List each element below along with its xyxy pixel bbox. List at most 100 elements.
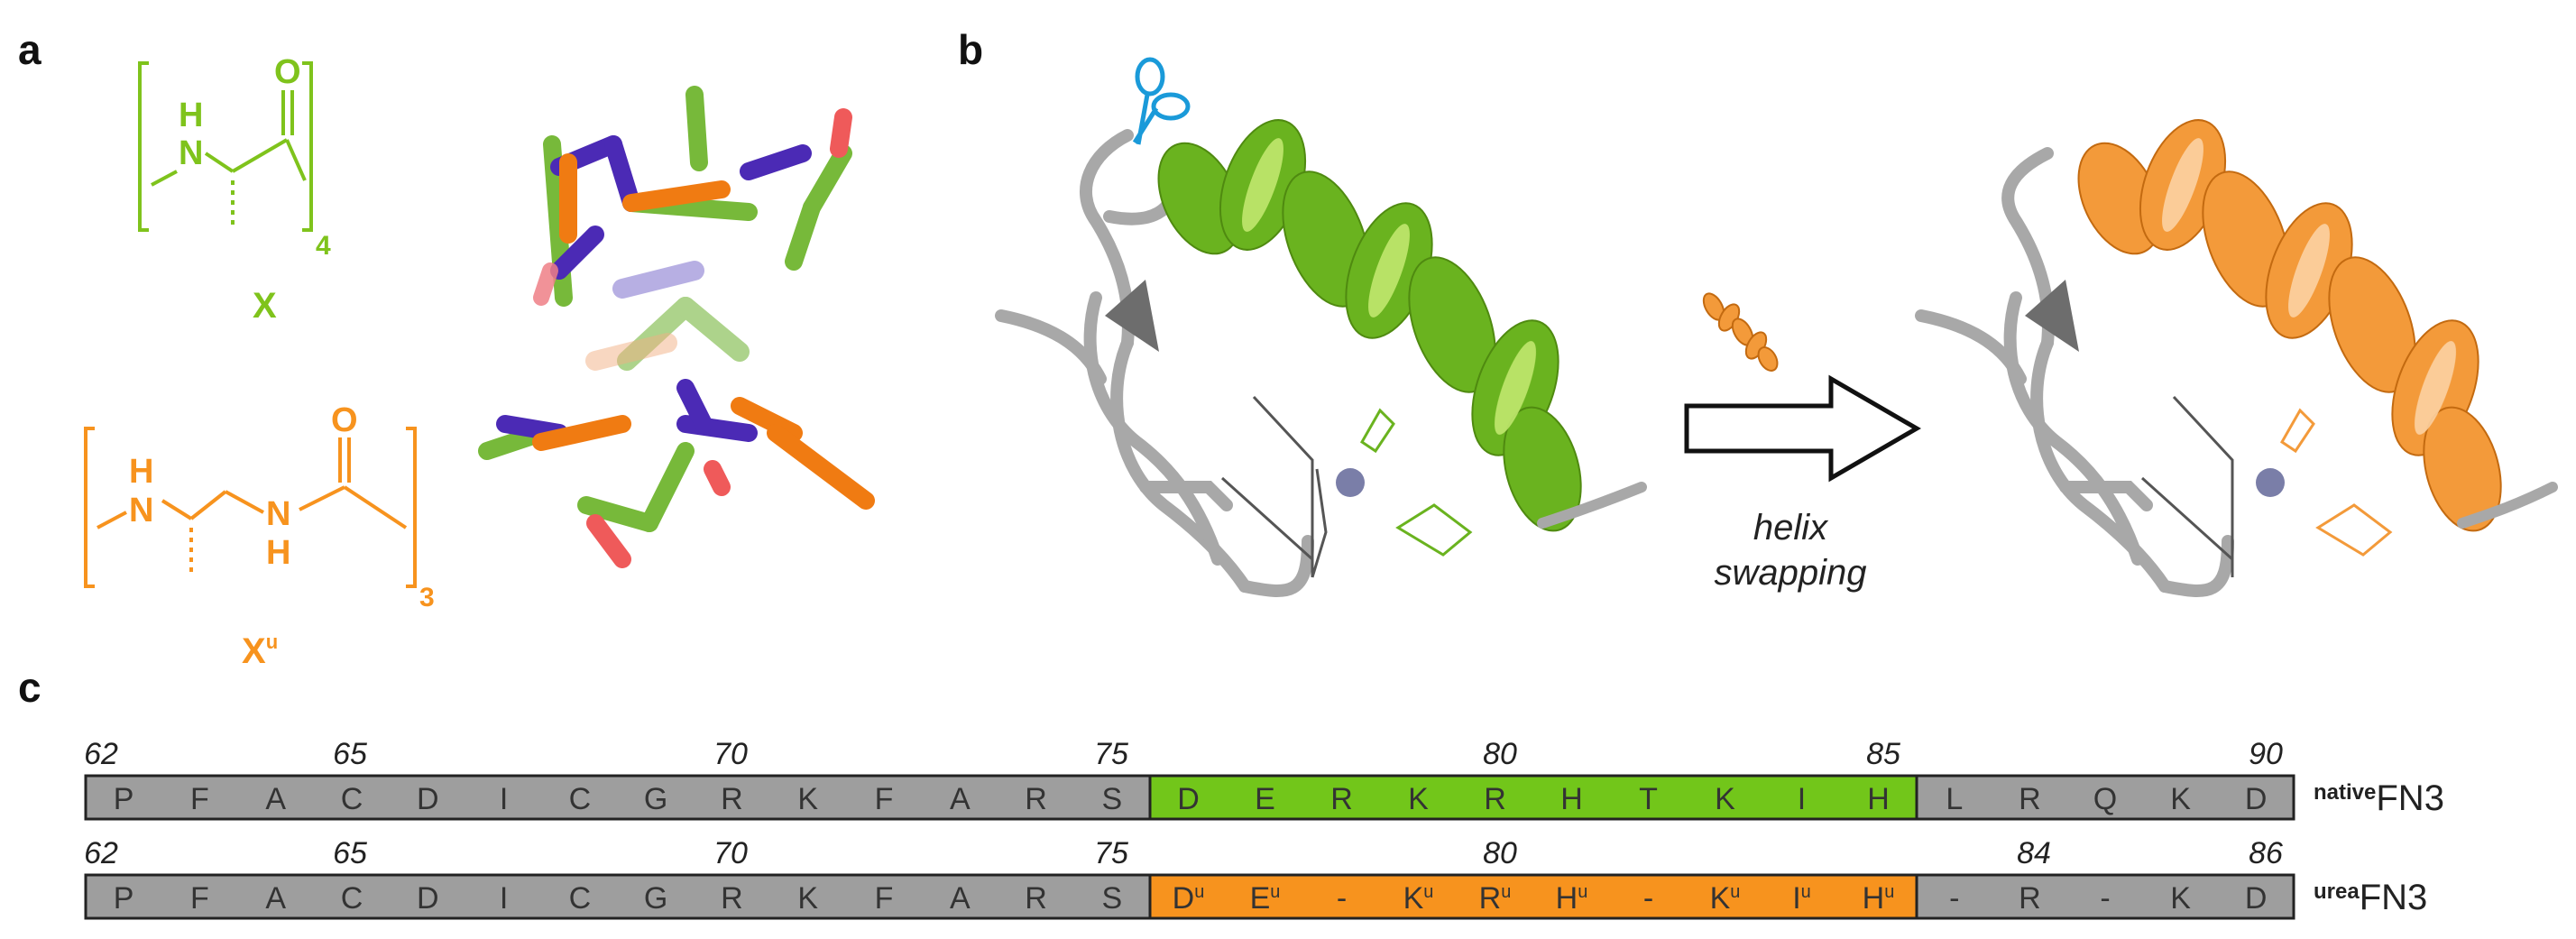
- urea-residue-left-2: A: [265, 881, 286, 916]
- urea-unit-structure: [84, 427, 417, 588]
- native-number-70: 70: [713, 737, 748, 771]
- native-residue-left-5: I: [500, 782, 508, 816]
- urea-residue-left-3: C: [341, 881, 363, 916]
- native-residue-left-9: K: [797, 782, 818, 816]
- native-protein-ribbon: [995, 119, 1647, 597]
- urea-number-80: 80: [1483, 836, 1517, 870]
- native-residue-right-0: L: [1946, 782, 1963, 816]
- panel-c-letter: c: [18, 664, 41, 711]
- native-n-atom: N: [179, 134, 203, 172]
- urea-left-segment: [84, 873, 1152, 920]
- native-residue-left-2: A: [265, 782, 286, 816]
- urea-sequence-row: [84, 873, 2295, 920]
- native-residue-right-1: R: [2019, 782, 2041, 816]
- urea-h-atom-2: H: [266, 534, 290, 572]
- native-number-85: 85: [1866, 737, 1900, 771]
- urea-residue-left-1: F: [190, 881, 209, 916]
- native-helix-segment: [1148, 774, 1918, 821]
- native-residue-right-2: Q: [2093, 782, 2117, 816]
- urea-h-atom-1: H: [129, 453, 153, 491]
- native-residue-left-3: C: [341, 782, 363, 816]
- urea-number-75: 75: [1094, 836, 1128, 870]
- native-residue-right-4: D: [2245, 782, 2268, 816]
- native-row-label: nativeFN3: [2314, 778, 2444, 818]
- urea-residue-left-5: I: [500, 881, 508, 916]
- panel-a-letter: a: [18, 26, 41, 73]
- native-residue-left-4: D: [417, 782, 439, 816]
- urea-number-84: 84: [2017, 836, 2051, 870]
- urea-residue-right-2: -: [2100, 881, 2110, 916]
- urea-residue-right-4: D: [2245, 881, 2268, 916]
- native-number-80: 80: [1483, 737, 1517, 771]
- native-residue-helix-2: R: [1330, 782, 1353, 816]
- native-residue-left-10: F: [875, 782, 894, 816]
- native-residue-helix-3: K: [1408, 782, 1429, 816]
- helix-swap-label-line1: helix: [1753, 508, 1829, 548]
- native-left-segment: [84, 774, 1152, 821]
- native-residue-left-0: P: [114, 782, 134, 816]
- native-residue-left-12: R: [1025, 782, 1047, 816]
- urea-residue-left-13: S: [1102, 881, 1123, 916]
- urea-residue-helix-6: -: [1643, 881, 1653, 916]
- native-residue-helix-9: H: [1867, 782, 1890, 816]
- native-residue-right-3: K: [2170, 782, 2191, 816]
- overlaid-stick-model: [478, 86, 875, 568]
- helix-swap-label-line2: swapping: [1714, 553, 1866, 593]
- native-number-75: 75: [1094, 737, 1128, 771]
- urea-number-65: 65: [333, 836, 367, 870]
- urea-residue-left-12: R: [1025, 881, 1047, 916]
- urea-number-70: 70: [713, 836, 748, 870]
- urea-residue-helix-2: -: [1337, 881, 1347, 916]
- urea-helix-fragment-icon: [1702, 292, 1779, 372]
- urea-protein-ribbon: [1915, 119, 2558, 597]
- urea-residue-helix-5: Hu: [1556, 881, 1588, 916]
- scissors-icon: [1132, 57, 1191, 145]
- urea-o-atom: O: [331, 401, 358, 439]
- native-sequence-row: [84, 774, 2295, 821]
- native-residue-left-6: C: [569, 782, 592, 816]
- native-o-atom: O: [274, 53, 301, 91]
- helix-swap-arrow-icon: [1684, 374, 1921, 483]
- native-residue-left-1: F: [190, 782, 209, 816]
- urea-residue-left-0: P: [114, 881, 134, 916]
- urea-right-segment: [1915, 873, 2295, 920]
- urea-residue-left-10: F: [875, 881, 894, 916]
- native-number-65: 65: [333, 737, 367, 771]
- urea-repeat-count: 3: [419, 583, 435, 612]
- urea-residue-left-8: R: [721, 881, 743, 916]
- native-residue-helix-0: D: [1177, 782, 1200, 816]
- urea-unit-label: Xu: [242, 631, 278, 671]
- native-residue-helix-5: H: [1560, 782, 1583, 816]
- native-unit-label: X: [253, 286, 277, 326]
- urea-residue-right-0: -: [1949, 881, 1959, 916]
- native-residue-helix-7: K: [1715, 782, 1735, 816]
- urea-residue-left-9: K: [797, 881, 818, 916]
- native-h-atom: H: [179, 97, 203, 134]
- panel-b-letter: b: [958, 26, 984, 73]
- urea-row-label: ureaFN3: [2314, 878, 2427, 917]
- native-residue-left-8: R: [721, 782, 743, 816]
- native-number-90: 90: [2249, 737, 2283, 771]
- urea-residue-right-1: R: [2019, 881, 2041, 916]
- native-residue-left-13: S: [1102, 782, 1123, 816]
- urea-residue-left-11: A: [950, 881, 971, 916]
- urea-number-62: 62: [84, 836, 118, 870]
- urea-n-atom-1: N: [129, 492, 153, 529]
- native-residue-helix-1: E: [1255, 782, 1275, 816]
- urea-number-86: 86: [2249, 836, 2283, 870]
- native-repeat-count: 4: [316, 231, 331, 261]
- native-residue-helix-8: I: [1798, 782, 1806, 816]
- native-residue-left-7: G: [644, 782, 667, 816]
- urea-residue-left-7: G: [644, 881, 667, 916]
- urea-residue-left-6: C: [569, 881, 592, 916]
- native-residue-helix-4: R: [1484, 782, 1506, 816]
- urea-residue-right-3: K: [2170, 881, 2191, 916]
- native-number-62: 62: [84, 737, 118, 771]
- native-right-segment: [1915, 774, 2295, 821]
- native-residue-left-11: A: [950, 782, 971, 816]
- urea-residue-left-4: D: [417, 881, 439, 916]
- urea-residue-helix-3: Ku: [1403, 881, 1434, 916]
- native-residue-helix-6: T: [1639, 782, 1658, 816]
